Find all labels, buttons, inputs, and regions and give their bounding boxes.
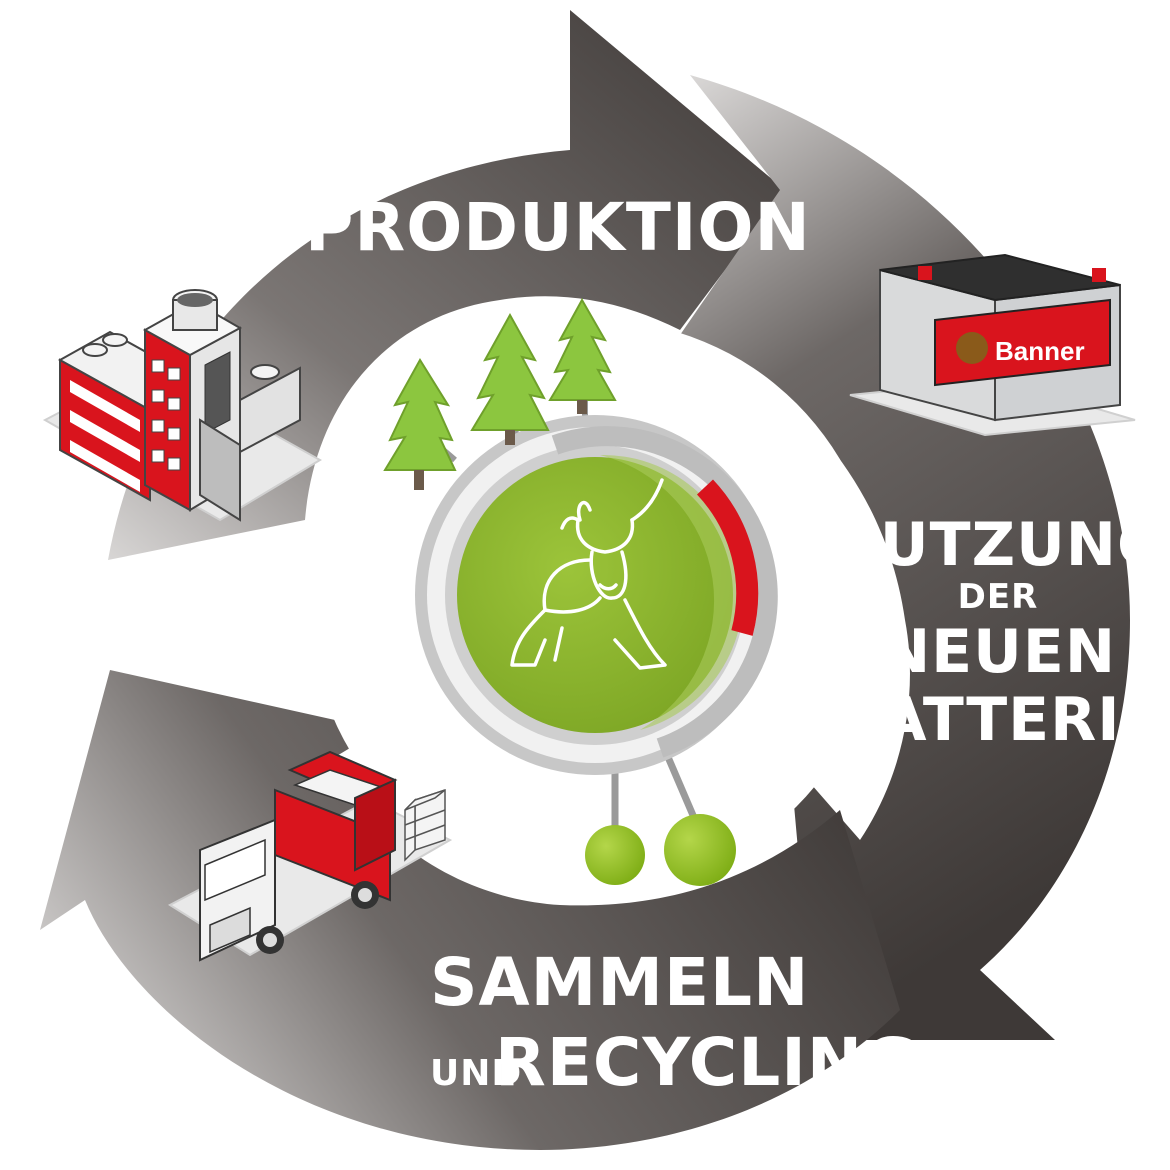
center-gauge [383,297,778,886]
green-ball-icon [664,814,736,886]
car-battery-icon: Banner [849,253,1136,437]
label-recycling-line2: RECYCLING [495,1024,918,1101]
cycle-arrow-recycling [40,670,900,1150]
battery-brand: Banner [995,336,1085,366]
label-recycling-line1: SAMMELN [430,944,809,1021]
label-usage-line4: BATTERIE [833,685,1162,755]
label-recycling-small: UND [430,1053,522,1094]
label-production: PRODUKTION [305,189,811,266]
label-usage-line2: DER [958,577,1039,617]
bull-logo-icon [956,332,988,364]
factory-icon [42,289,322,522]
label-usage-line1: NUTZUNG [829,510,1168,580]
green-ball-icon [585,825,645,885]
bull-icon [510,478,667,670]
pine-tree-icon [383,297,617,471]
recycling-truck-icon [167,750,453,962]
label-usage-line3: NEUEN [880,617,1116,687]
